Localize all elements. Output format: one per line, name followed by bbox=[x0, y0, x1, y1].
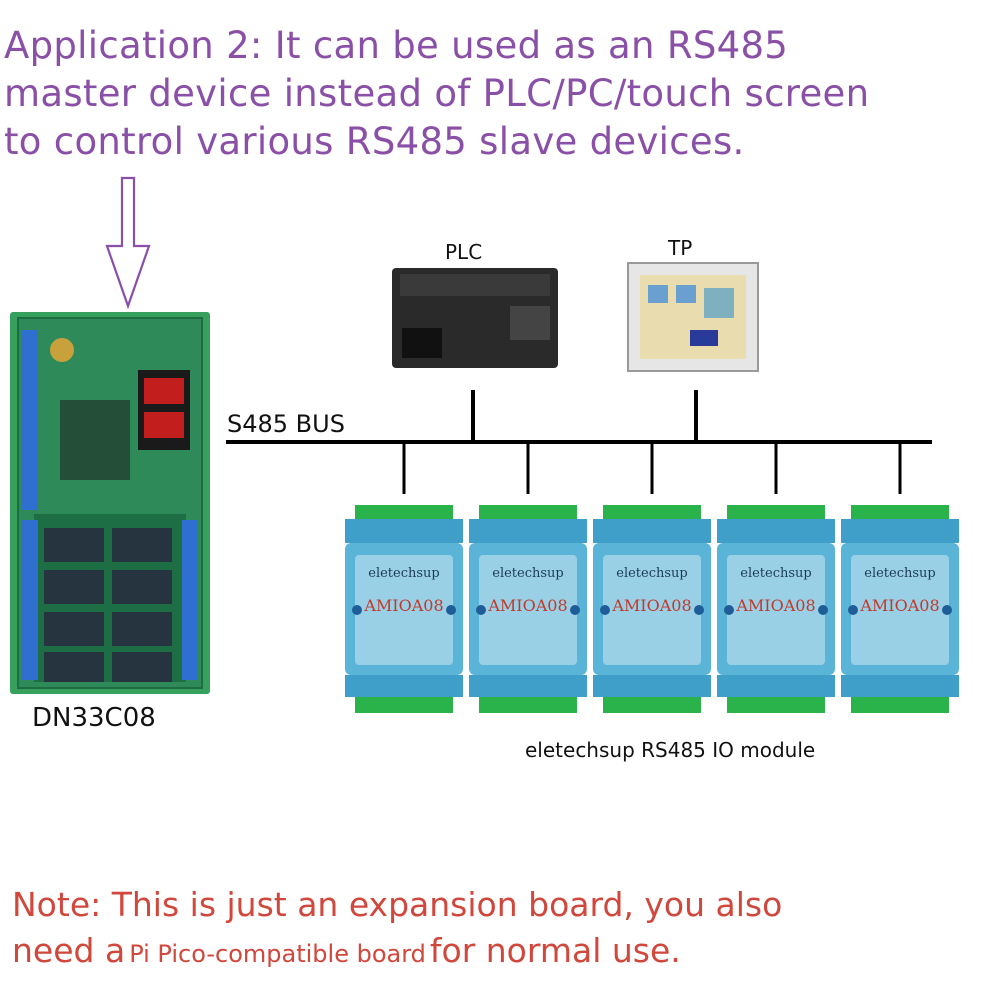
mount-hole bbox=[724, 605, 734, 615]
module-label-panel bbox=[851, 555, 949, 665]
module-brand-text: eletechsup bbox=[616, 566, 687, 581]
module-model-text: AMIOA08 bbox=[363, 596, 443, 615]
module-brand-text: eletechsup bbox=[864, 566, 935, 581]
module-label-panel bbox=[603, 555, 701, 665]
headline-line-1: Application 2: It can be used as an RS48… bbox=[4, 24, 789, 67]
headline: Application 2: It can be used as an RS48… bbox=[4, 22, 979, 166]
bus-label: S485 BUS bbox=[227, 410, 345, 438]
touch-panel-device bbox=[627, 262, 759, 372]
mount-hole bbox=[694, 605, 704, 615]
down-arrow-icon bbox=[105, 176, 151, 310]
mount-hole bbox=[476, 605, 486, 615]
module-model-text: AMIOA08 bbox=[487, 596, 567, 615]
plc-label: PLC bbox=[445, 240, 483, 264]
module-bottom-band bbox=[717, 675, 835, 697]
mount-hole bbox=[352, 605, 362, 615]
note-line-1: Note: This is just an expansion board, y… bbox=[12, 885, 783, 924]
board-label: DN33C08 bbox=[32, 703, 156, 733]
module-bottom-band bbox=[593, 675, 711, 697]
module-model-text: AMIOA08 bbox=[859, 596, 939, 615]
note-pico: Pi Pico-compatible board bbox=[129, 940, 426, 968]
top-terminal bbox=[355, 505, 453, 519]
headline-line-3: to control various RS485 slave devices. bbox=[4, 120, 745, 163]
top-terminal bbox=[479, 505, 577, 519]
mount-hole bbox=[446, 605, 456, 615]
top-terminal bbox=[603, 505, 701, 519]
mount-hole bbox=[942, 605, 952, 615]
note: Note: This is just an expansion board, y… bbox=[12, 882, 782, 977]
top-terminal bbox=[727, 505, 825, 519]
note-need: need a bbox=[12, 931, 126, 970]
io-modules: eletechsupAMIOA08eletechsupAMIOA08eletec… bbox=[345, 505, 959, 713]
module-bottom-band bbox=[841, 675, 959, 697]
module-brand-text: eletechsup bbox=[492, 566, 563, 581]
module-bottom-band bbox=[469, 675, 587, 697]
module-brand-text: eletechsup bbox=[368, 566, 439, 581]
module-drop-lines bbox=[402, 442, 902, 494]
mount-hole bbox=[600, 605, 610, 615]
mount-hole bbox=[848, 605, 858, 615]
module-top-band bbox=[841, 519, 959, 543]
module-label-panel bbox=[727, 555, 825, 665]
module-top-band bbox=[469, 519, 587, 543]
plc-device bbox=[392, 268, 558, 368]
module-model-text: AMIOA08 bbox=[735, 596, 815, 615]
bottom-terminal bbox=[603, 697, 701, 713]
bottom-terminal bbox=[355, 697, 453, 713]
mount-hole bbox=[818, 605, 828, 615]
top-terminal bbox=[851, 505, 949, 519]
bottom-terminal bbox=[727, 697, 825, 713]
module-bottom-band bbox=[345, 675, 463, 697]
module-model-text: AMIOA08 bbox=[611, 596, 691, 615]
module-label-panel bbox=[479, 555, 577, 665]
dn33c08-board bbox=[10, 312, 210, 694]
bottom-terminal bbox=[851, 697, 949, 713]
module-top-band bbox=[593, 519, 711, 543]
bottom-terminal bbox=[479, 697, 577, 713]
module-top-band bbox=[345, 519, 463, 543]
mount-hole bbox=[570, 605, 580, 615]
tp-label: TP bbox=[668, 236, 693, 260]
module-label-panel bbox=[355, 555, 453, 665]
note-use: for normal use. bbox=[429, 931, 681, 970]
module-brand-text: eletechsup bbox=[740, 566, 811, 581]
io-module-caption: eletechsup RS485 IO module bbox=[525, 738, 816, 762]
module-top-band bbox=[717, 519, 835, 543]
headline-line-2: master device instead of PLC/PC/touch sc… bbox=[4, 72, 870, 115]
